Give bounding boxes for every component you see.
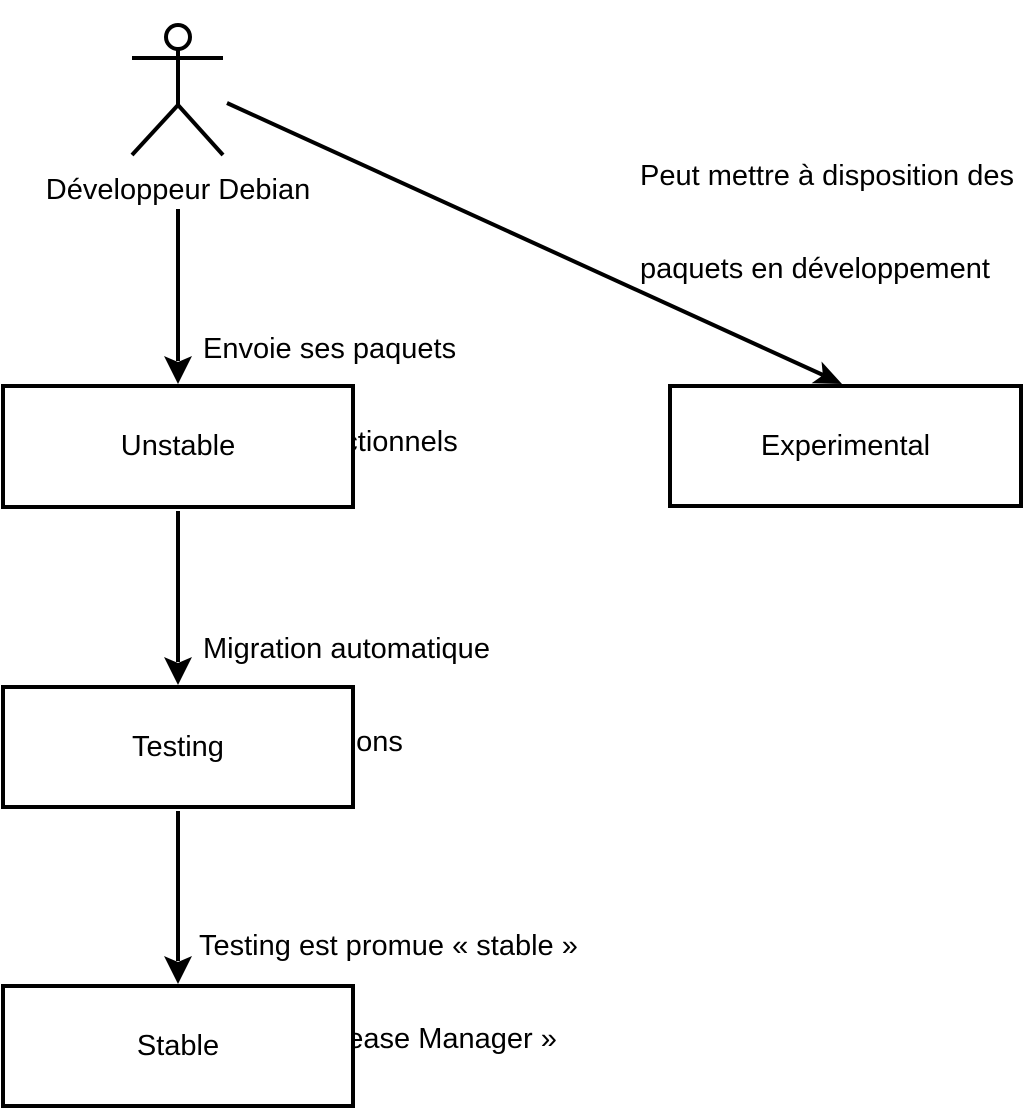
node-stable: Stable — [1, 984, 355, 1108]
node-stable-label: Stable — [136, 1029, 220, 1062]
note-migration-line1: Migration automatique — [203, 633, 490, 665]
note-experimental: Peut mettre à disposition des paquets en… — [640, 99, 1014, 347]
arrow-unstable-to-testing — [164, 511, 192, 685]
arrow-testing-to-stable — [164, 811, 192, 984]
actor-leg-left — [130, 103, 180, 157]
node-experimental: Experimental — [668, 384, 1023, 508]
note-experimental-line1: Peut mettre à disposition des — [640, 160, 1014, 192]
node-testing-label: Testing — [132, 730, 224, 763]
node-unstable: Unstable — [1, 384, 355, 509]
note-upload-line1: Envoie ses paquets — [203, 333, 457, 365]
note-promotion-line1: Testing est promue « stable » — [199, 930, 578, 962]
stick-figure-icon — [130, 23, 225, 157]
arrow-actor-to-unstable — [164, 209, 192, 384]
node-testing: Testing — [1, 685, 355, 809]
node-experimental-label: Experimental — [760, 429, 931, 462]
actor-leg-right — [176, 103, 225, 157]
actor-head — [164, 23, 192, 51]
node-unstable-label: Unstable — [120, 430, 236, 462]
actor-label: Développeur Debian — [45, 174, 311, 206]
note-experimental-line2: paquets en développement — [640, 253, 990, 285]
